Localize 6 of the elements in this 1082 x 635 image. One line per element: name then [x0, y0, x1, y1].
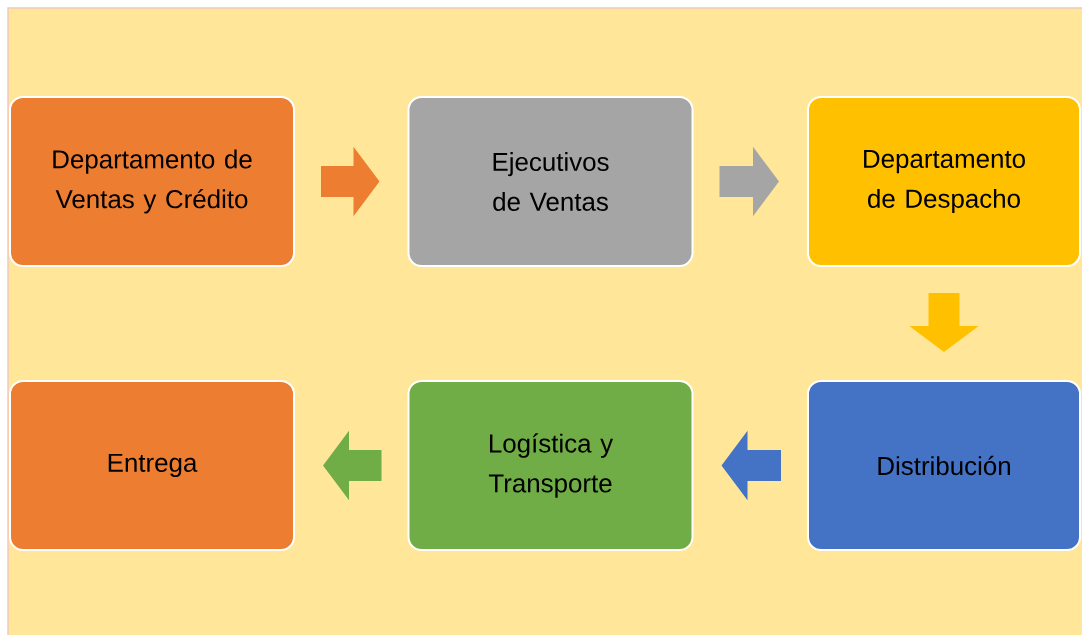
process-box: Departamento de Ventas y Crédito — [9, 96, 295, 267]
process-box: Entrega — [9, 380, 295, 551]
process-box: Distribución — [807, 380, 1081, 551]
process-box: Ejecutivos de Ventas — [407, 96, 694, 267]
process-box: Logística y Transporte — [407, 380, 694, 551]
process-box: Departamento de Despacho — [807, 96, 1081, 267]
